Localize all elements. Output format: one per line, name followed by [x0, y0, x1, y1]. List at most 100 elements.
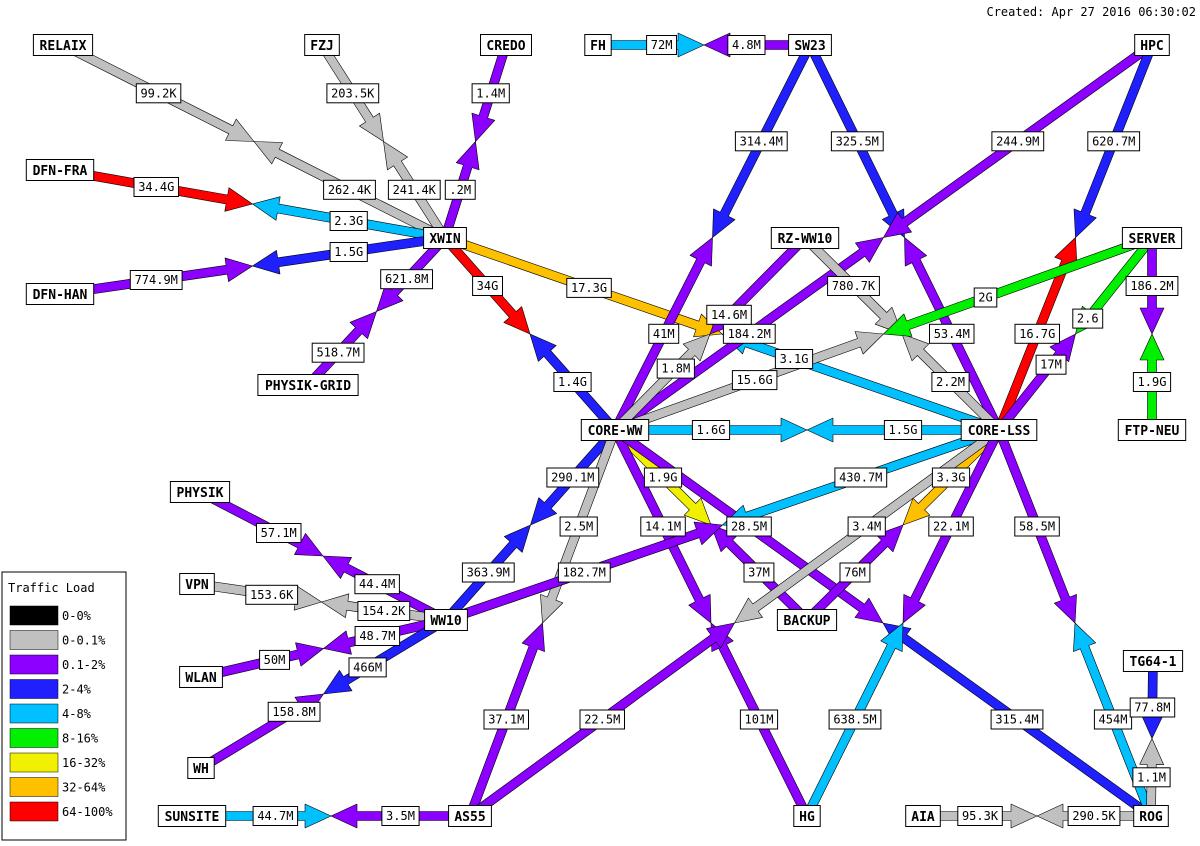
node-xwin[interactable]: XWIN — [423, 227, 467, 249]
node-wh-box — [187, 757, 215, 779]
link-fh-sw23-out-label-box — [646, 35, 677, 55]
node-relaix[interactable]: RELAIX — [32, 34, 94, 56]
link-core-ww-ww10-in-label: 363.9M — [461, 562, 515, 583]
link-core-ww-backup-in-label-text: 37M — [748, 566, 770, 580]
link-credo-xwin-in-label: .2M — [444, 179, 476, 200]
node-tg64-1[interactable]: TG64-1 — [1122, 650, 1184, 672]
link-physik-grid-xwin-out-label-box — [311, 342, 365, 363]
link-core-ww-ww10-out-label-box — [546, 467, 600, 488]
node-wlan[interactable]: WLAN — [179, 666, 223, 688]
link-dfn-han-xwin-in-label-text: 1.5G — [334, 245, 363, 259]
link-aia-rog-in-label-box — [1067, 806, 1121, 826]
node-credo[interactable]: CREDO — [480, 34, 532, 56]
legend-item-16-32-: 16-32% — [9, 752, 106, 773]
legend-label: 32-64% — [62, 781, 106, 795]
node-rz-ww10[interactable]: RZ-WW10 — [770, 227, 840, 249]
link-core-lss-as55-in-label-box — [579, 709, 625, 730]
node-dfn-fra[interactable]: DFN-FRA — [25, 159, 95, 181]
link-fzj-xwin-in-label: 241.4K — [387, 179, 441, 200]
link-core-ww-core-lss-in-label-box — [883, 420, 923, 440]
node-fh-box — [584, 34, 612, 56]
node-core-lss[interactable]: CORE-LSS — [960, 419, 1038, 441]
node-wh[interactable]: WH — [187, 757, 215, 779]
link-server-core-ww-in-label: 15.6G — [731, 370, 778, 391]
link-server-core-ww-out-arrow — [883, 233, 1154, 337]
link-hpc-core-lss-out-label-text: 620.7M — [1092, 134, 1135, 148]
link-dfn-fra-xwin-in-label: 2.3G — [329, 211, 368, 231]
link-physik-grid-xwin-out-label-text: 518.7M — [316, 346, 359, 360]
node-wlan-label: WLAN — [185, 671, 216, 686]
node-rog-box — [1133, 805, 1169, 827]
node-vpn[interactable]: VPN — [179, 573, 215, 595]
node-as55[interactable]: AS55 — [448, 805, 492, 827]
link-vpn-ww10-in-label: 154.2K — [357, 601, 411, 621]
legend-label: 0-0.1% — [62, 634, 106, 648]
link-core-ww-core-lss-in-label-text: 1.5G — [889, 423, 918, 437]
link-core-lss-rog-out-label-box — [1014, 516, 1060, 537]
node-sw23-box — [788, 34, 832, 56]
link-xwin-core-lss-in-label: 3.1G — [774, 349, 814, 369]
node-ftp-neu[interactable]: FTP-NEU — [1117, 419, 1187, 441]
link-fh-sw23-out-label-text: 72M — [651, 38, 673, 52]
node-ww10[interactable]: WW10 — [424, 609, 468, 631]
node-wh-label: WH — [193, 762, 209, 777]
link-core-ww-backup-out-label: 1.9G — [643, 467, 683, 488]
node-backup-box — [776, 609, 838, 631]
node-backup[interactable]: BACKUP — [776, 609, 838, 631]
link-core-lss-as55-in-label-text: 22.5M — [584, 713, 620, 727]
link-sw23-core-lss-in-label-text: 53.4M — [934, 327, 970, 341]
link-rz-ww10-core-lss-in-label-text: 2.2M — [936, 375, 965, 389]
link-core-ww-hg-out-label-text: 14.1M — [645, 520, 681, 534]
node-server[interactable]: SERVER — [1121, 227, 1183, 249]
node-hpc-box — [1134, 34, 1170, 56]
link-vpn-ww10-out-label-text: 153.6K — [250, 588, 294, 602]
node-server-label: SERVER — [1129, 232, 1176, 247]
link-core-ww-rog-in-label: 315.4M — [990, 709, 1044, 730]
link-core-lss-backup-in-label: 76M — [839, 562, 871, 583]
link-relaix-xwin-out-label-box — [135, 83, 182, 104]
link-core-ww-hg-out-label: 14.1M — [640, 516, 686, 537]
link-credo-xwin-out-label-box — [471, 83, 510, 104]
link-hpc-core-ww-in-label-text: 184.2M — [728, 327, 771, 341]
link-server-core-lss-in-label-text: 17M — [1040, 358, 1062, 372]
link-sunsite-as55-in-label: 3.5M — [381, 806, 420, 826]
link-core-lss-rog-in-label: 454M — [1093, 709, 1133, 730]
node-physik-grid[interactable]: PHYSIK-GRID — [257, 374, 359, 396]
link-hpc-core-ww-out-label-text: 244.9M — [996, 134, 1039, 148]
node-sunsite[interactable]: SUNSITE — [157, 805, 227, 827]
legend-swatch — [9, 654, 59, 675]
node-aia-box — [905, 805, 941, 827]
node-aia[interactable]: AIA — [905, 805, 941, 827]
node-fzj[interactable]: FZJ — [304, 34, 340, 56]
legend-item-4-8-: 4-8% — [9, 703, 92, 724]
node-hg[interactable]: HG — [793, 805, 821, 827]
node-core-ww[interactable]: CORE-WW — [580, 419, 650, 441]
link-core-lss-backup-out-label-text: 3.3G — [937, 471, 966, 485]
link-core-ww-core-lss-in-label: 1.5G — [883, 420, 923, 440]
node-dfn-han-label: DFN-HAN — [33, 288, 88, 303]
node-hpc[interactable]: HPC — [1134, 34, 1170, 56]
link-wh-ww10-out-label-box — [267, 701, 321, 722]
link-server-ftp-neu-in-label: 1.9G — [1132, 372, 1172, 392]
node-sw23[interactable]: SW23 — [788, 34, 832, 56]
link-sw23-core-lss-out-label-box — [830, 131, 884, 152]
link-dfn-han-xwin-out-label-box — [129, 270, 183, 290]
link-physik-grid-xwin-in-label-box — [380, 269, 434, 290]
link-core-lss-hg-in-label: 638.5M — [828, 709, 882, 730]
traffic-load-legend: Traffic Load 0-0%0-0.1%0.1-2%2-4%4-8%8-1… — [1, 571, 127, 841]
legend-label: 4-8% — [62, 707, 92, 721]
link-wh-ww10-in-label-text: 466M — [353, 660, 382, 674]
link-credo-xwin-out-label: 1.4M — [471, 83, 510, 104]
link-hpc-core-lss-in-label-box — [1014, 323, 1060, 344]
node-dfn-han[interactable]: DFN-HAN — [25, 283, 95, 305]
node-physik[interactable]: PHYSIK — [169, 481, 231, 503]
link-tg64-1-rog-in-label-box — [1132, 767, 1171, 788]
link-rz-ww10-core-lss-out-label: 780.7K — [827, 276, 880, 296]
link-core-ww-ww10-in-label-box — [461, 562, 515, 583]
link-server-core-lss-out-label-box — [1072, 308, 1104, 329]
node-fh[interactable]: FH — [584, 34, 612, 56]
link-wh-ww10-out-label: 158.8M — [267, 701, 321, 722]
node-rog[interactable]: ROG — [1133, 805, 1169, 827]
link-aia-rog-in-label-text: 290.5K — [1072, 809, 1116, 823]
node-relaix-label: RELAIX — [40, 39, 87, 54]
